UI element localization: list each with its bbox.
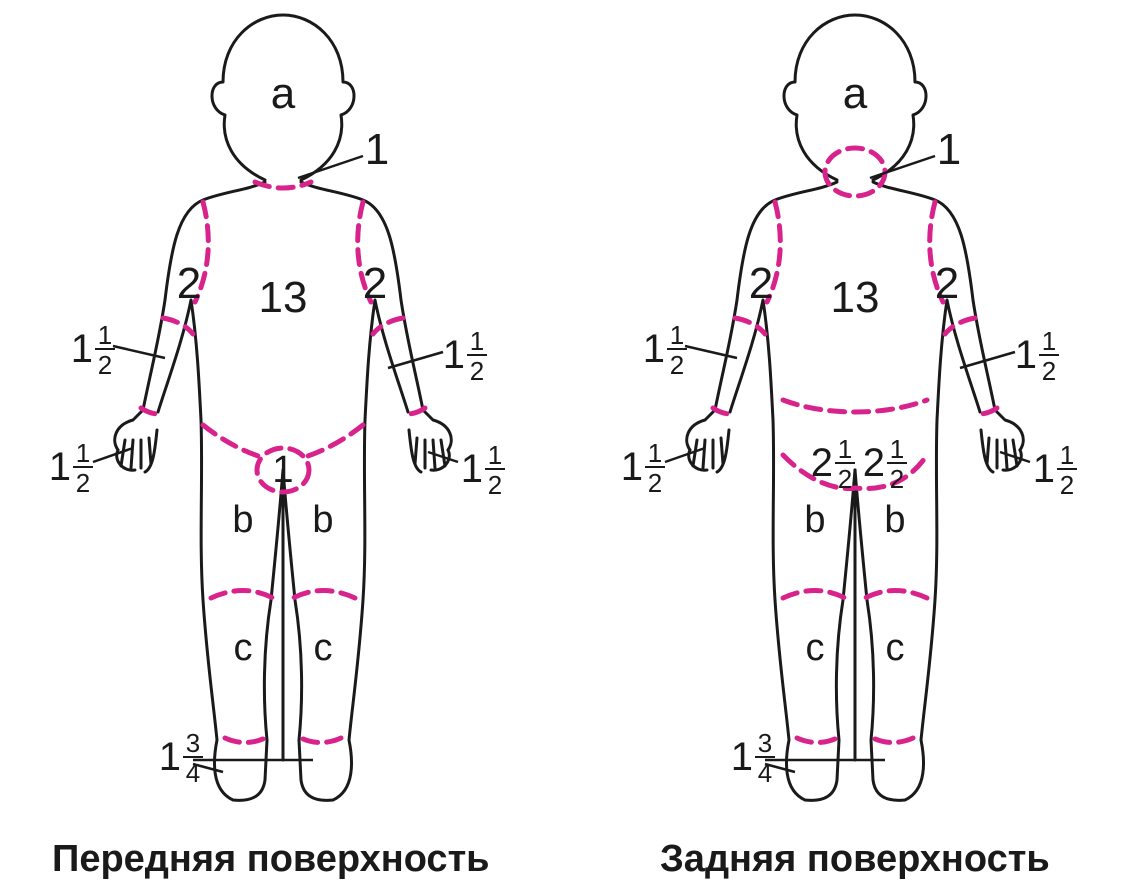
- foot-leader: [193, 760, 313, 772]
- label-buttock-left-numerator: 1: [838, 434, 852, 464]
- caption-back: Задняя поверхность: [660, 838, 1050, 881]
- neck-boundary: [255, 182, 311, 188]
- label-hand-right-whole: 1: [461, 447, 483, 491]
- label-genitals: 1: [272, 449, 293, 491]
- ankle-left-boundary: [797, 738, 837, 743]
- label-foot-numerator: 3: [758, 728, 772, 758]
- label-leg-left: c: [234, 627, 253, 669]
- hand-left-leader: [665, 448, 705, 462]
- label-hand-left-denominator: 2: [76, 468, 90, 498]
- waist-boundary: [783, 400, 927, 412]
- label-head: a: [843, 69, 868, 118]
- label-forearm-right-denominator: 2: [1042, 356, 1056, 386]
- ankle-right-boundary: [873, 738, 913, 743]
- elbow-left-boundary: [735, 318, 765, 334]
- label-forearm-left-numerator: 1: [670, 320, 684, 350]
- label-leg-right: c: [886, 627, 905, 669]
- caption-front: Передняя поверхность: [52, 838, 490, 881]
- label-forearm-left-numerator: 1: [98, 320, 112, 350]
- label-hand-right-numerator: 1: [488, 440, 502, 470]
- label-forearm-right-denominator: 2: [470, 356, 484, 386]
- label-neck: 1: [937, 125, 961, 174]
- label-buttock-right-numerator: 1: [890, 434, 904, 464]
- label-hand-right-whole: 1: [1033, 447, 1055, 491]
- knee-left-boundary: [211, 591, 273, 599]
- label-foot-denominator: 4: [758, 758, 772, 788]
- label-thigh-right: b: [312, 499, 333, 541]
- groin-left-boundary: [203, 425, 265, 458]
- label-forearm-left-denominator: 2: [670, 350, 684, 380]
- wrist-right-boundary: [979, 408, 997, 414]
- groin-right-boundary: [301, 425, 363, 458]
- label-trunk: 13: [259, 273, 308, 322]
- label-trunk: 13: [831, 273, 880, 322]
- right-hand-outline: [409, 430, 449, 472]
- knee-right-boundary: [293, 591, 355, 599]
- forearm-right-leader: [388, 352, 443, 368]
- label-foot-denominator: 4: [186, 758, 200, 788]
- ankle-right-boundary: [301, 738, 341, 743]
- label-upper-arm-right: 2: [363, 259, 387, 308]
- label-forearm-left-whole: 1: [643, 327, 665, 371]
- label-hand-left-whole: 1: [49, 445, 71, 489]
- label-foot-whole: 1: [731, 735, 753, 779]
- label-buttock-right-whole: 2: [863, 441, 885, 485]
- wrist-left-boundary: [713, 408, 731, 414]
- label-upper-arm-right: 2: [935, 259, 959, 308]
- label-hand-left-whole: 1: [621, 445, 643, 489]
- label-forearm-right-whole: 1: [443, 333, 465, 377]
- wrist-left-boundary: [141, 408, 159, 414]
- label-forearm-right-numerator: 1: [1042, 326, 1056, 356]
- label-forearm-right-numerator: 1: [470, 326, 484, 356]
- label-hand-right-numerator: 1: [1060, 440, 1074, 470]
- label-buttock-left-denominator: 2: [838, 464, 852, 494]
- label-buttock-left-whole: 2: [811, 441, 833, 485]
- label-buttock-right-denominator: 2: [890, 464, 904, 494]
- label-hand-left-numerator: 1: [648, 438, 662, 468]
- elbow-right-boundary: [945, 318, 975, 334]
- elbow-right-boundary: [373, 318, 403, 334]
- label-foot-whole: 1: [159, 735, 181, 779]
- label-hand-right-denominator: 2: [1060, 470, 1074, 500]
- label-thigh-right: b: [884, 499, 905, 541]
- label-hand-left-numerator: 1: [76, 438, 90, 468]
- label-leg-left: c: [806, 627, 825, 669]
- label-upper-arm-left: 2: [749, 259, 773, 308]
- ankle-left-boundary: [225, 738, 265, 743]
- foot-leader: [765, 760, 885, 772]
- label-forearm-left-whole: 1: [71, 327, 93, 371]
- label-neck: 1: [365, 125, 389, 174]
- knee-left-boundary: [783, 591, 845, 599]
- label-head: a: [271, 69, 296, 118]
- forearm-right-leader: [960, 352, 1015, 368]
- elbow-left-boundary: [163, 318, 193, 334]
- neck-boundary: [825, 148, 885, 196]
- right-hand-outline: [981, 430, 1021, 472]
- label-thigh-left: b: [232, 499, 253, 541]
- label-upper-arm-left: 2: [177, 259, 201, 308]
- knee-right-boundary: [865, 591, 927, 599]
- hand-left-leader: [93, 448, 133, 462]
- label-thigh-left: b: [804, 499, 825, 541]
- label-forearm-left-denominator: 2: [98, 350, 112, 380]
- label-leg-right: c: [314, 627, 333, 669]
- label-forearm-right-whole: 1: [1015, 333, 1037, 377]
- label-hand-left-denominator: 2: [648, 468, 662, 498]
- wrist-right-boundary: [407, 408, 425, 414]
- label-hand-right-denominator: 2: [488, 470, 502, 500]
- label-foot-numerator: 3: [186, 728, 200, 758]
